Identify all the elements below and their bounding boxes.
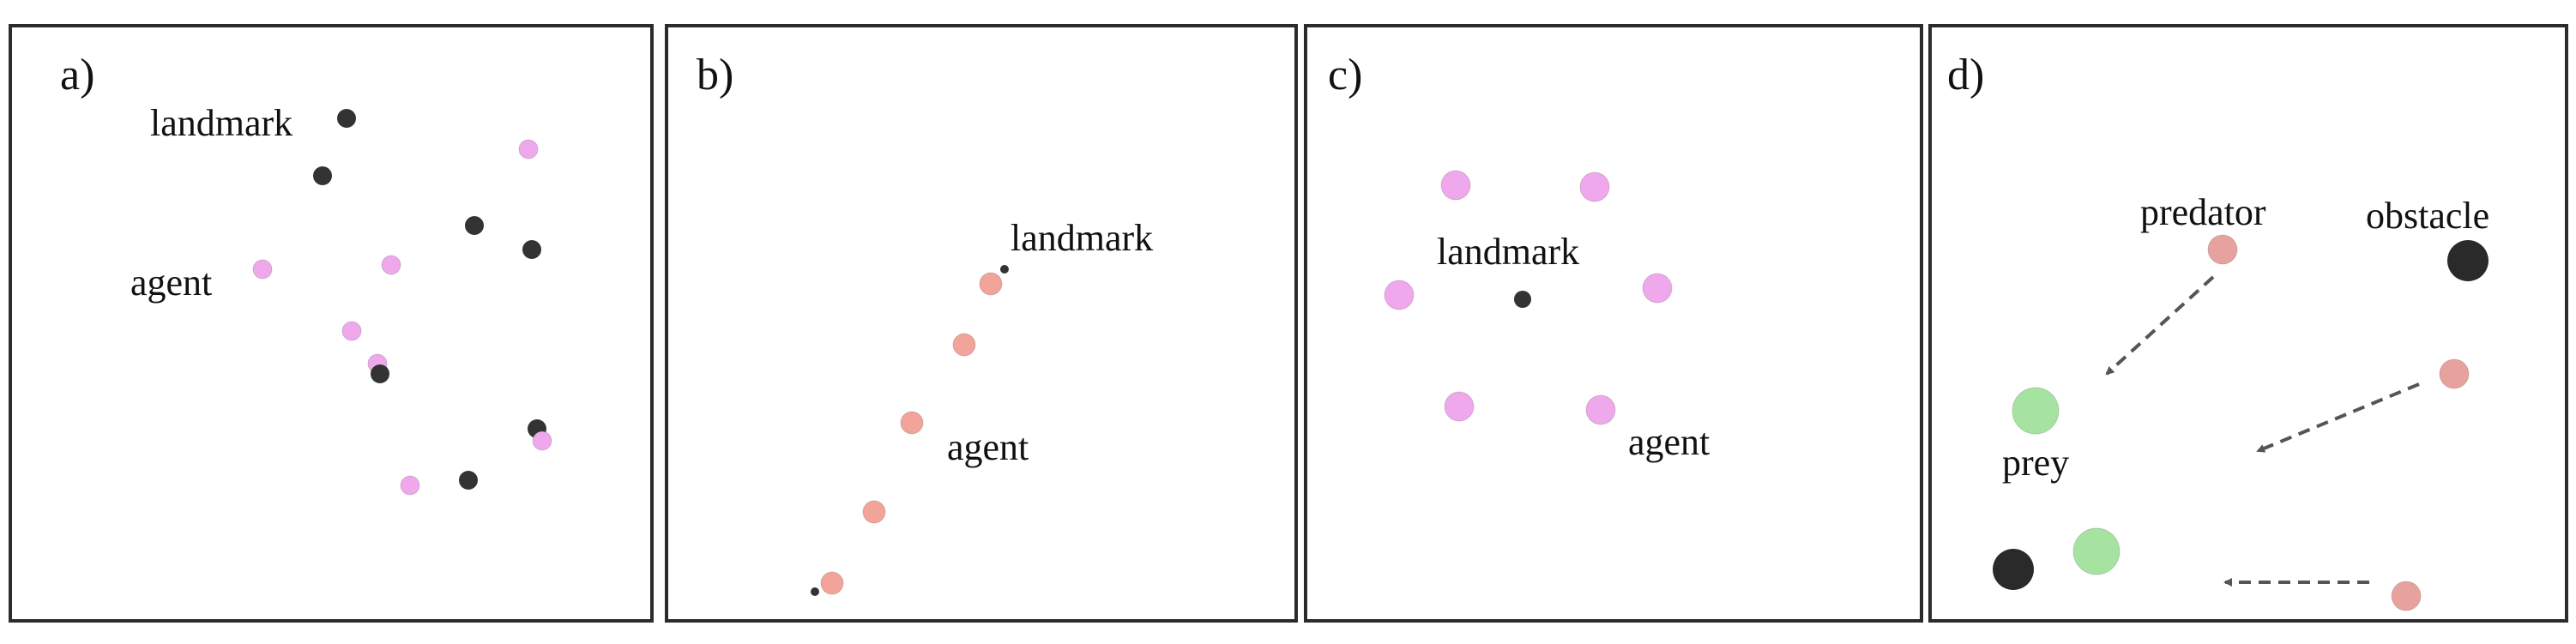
panel-a — [9, 24, 654, 623]
panel-c-landmark-1 — [1514, 291, 1531, 308]
panel-d — [1928, 24, 2568, 623]
panel-a-landmark-4 — [522, 240, 541, 259]
panel-d-predator-1 — [2207, 234, 2238, 265]
panel-d-prey-2 — [2072, 527, 2121, 575]
panel-c-agent-3 — [1384, 280, 1415, 310]
panel-a-landmark-label: landmark — [150, 102, 293, 144]
panel-d-label: d) — [1947, 51, 1985, 99]
panel-c-agent-label: agent — [1628, 421, 1710, 463]
panel-b-agent-4 — [862, 500, 886, 524]
panel-c — [1304, 24, 1923, 623]
panel-b-agent-5 — [820, 571, 844, 595]
panel-a-landmark-3 — [465, 216, 484, 235]
panel-a-agent-7 — [400, 475, 420, 496]
panel-a-agent-label: agent — [130, 262, 213, 304]
panel-b-landmark-label: landmark — [1010, 217, 1154, 259]
panel-d-prey-1 — [2012, 387, 2060, 435]
panel-a-landmark-7 — [371, 364, 389, 383]
panel-c-agent-4 — [1642, 273, 1673, 304]
panel-a-landmark-1 — [337, 109, 356, 128]
panel-d-obstacle-2 — [1993, 549, 2034, 590]
panel-c-agent-2 — [1579, 172, 1610, 202]
panel-c-agent-5 — [1444, 391, 1475, 422]
panel-d-predator-2 — [2439, 358, 2470, 389]
panel-b-agent-2 — [952, 333, 976, 357]
panel-a-agent-4 — [341, 321, 362, 341]
panel-b-agent-3 — [900, 411, 924, 435]
panel-a-agent-2 — [252, 259, 273, 280]
panel-a-landmark-2 — [313, 166, 332, 185]
panel-c-agent-1 — [1440, 170, 1471, 201]
panel-d-arrow-2 — [2256, 382, 2420, 453]
panel-a-landmark-6 — [459, 471, 478, 490]
panel-b-agent-1 — [979, 272, 1003, 296]
panel-b-landmark-2 — [811, 587, 819, 596]
panel-b-agent-label: agent — [947, 426, 1029, 468]
panel-a-agent-1 — [518, 139, 539, 159]
panel-c-landmark-label: landmark — [1437, 231, 1580, 273]
panel-d-prey-label: prey — [2002, 442, 2070, 484]
panel-d-predator-3 — [2391, 581, 2422, 611]
panel-b-landmark-1 — [1000, 265, 1009, 274]
panel-b — [665, 24, 1298, 623]
panel-a-label: a) — [60, 51, 95, 99]
panel-d-arrow-1 — [2105, 275, 2215, 376]
panel-a-agent-3 — [381, 255, 401, 275]
panel-d-predator-label: predator — [2140, 191, 2266, 233]
panel-c-label: c) — [1328, 51, 1363, 99]
panel-d-obstacle-label: obstacle — [2366, 195, 2490, 237]
panel-c-agent-6 — [1585, 394, 1616, 425]
panel-a-agent-6 — [532, 430, 552, 451]
panel-d-obstacle-1 — [2447, 240, 2489, 281]
panel-b-label: b) — [697, 51, 734, 99]
